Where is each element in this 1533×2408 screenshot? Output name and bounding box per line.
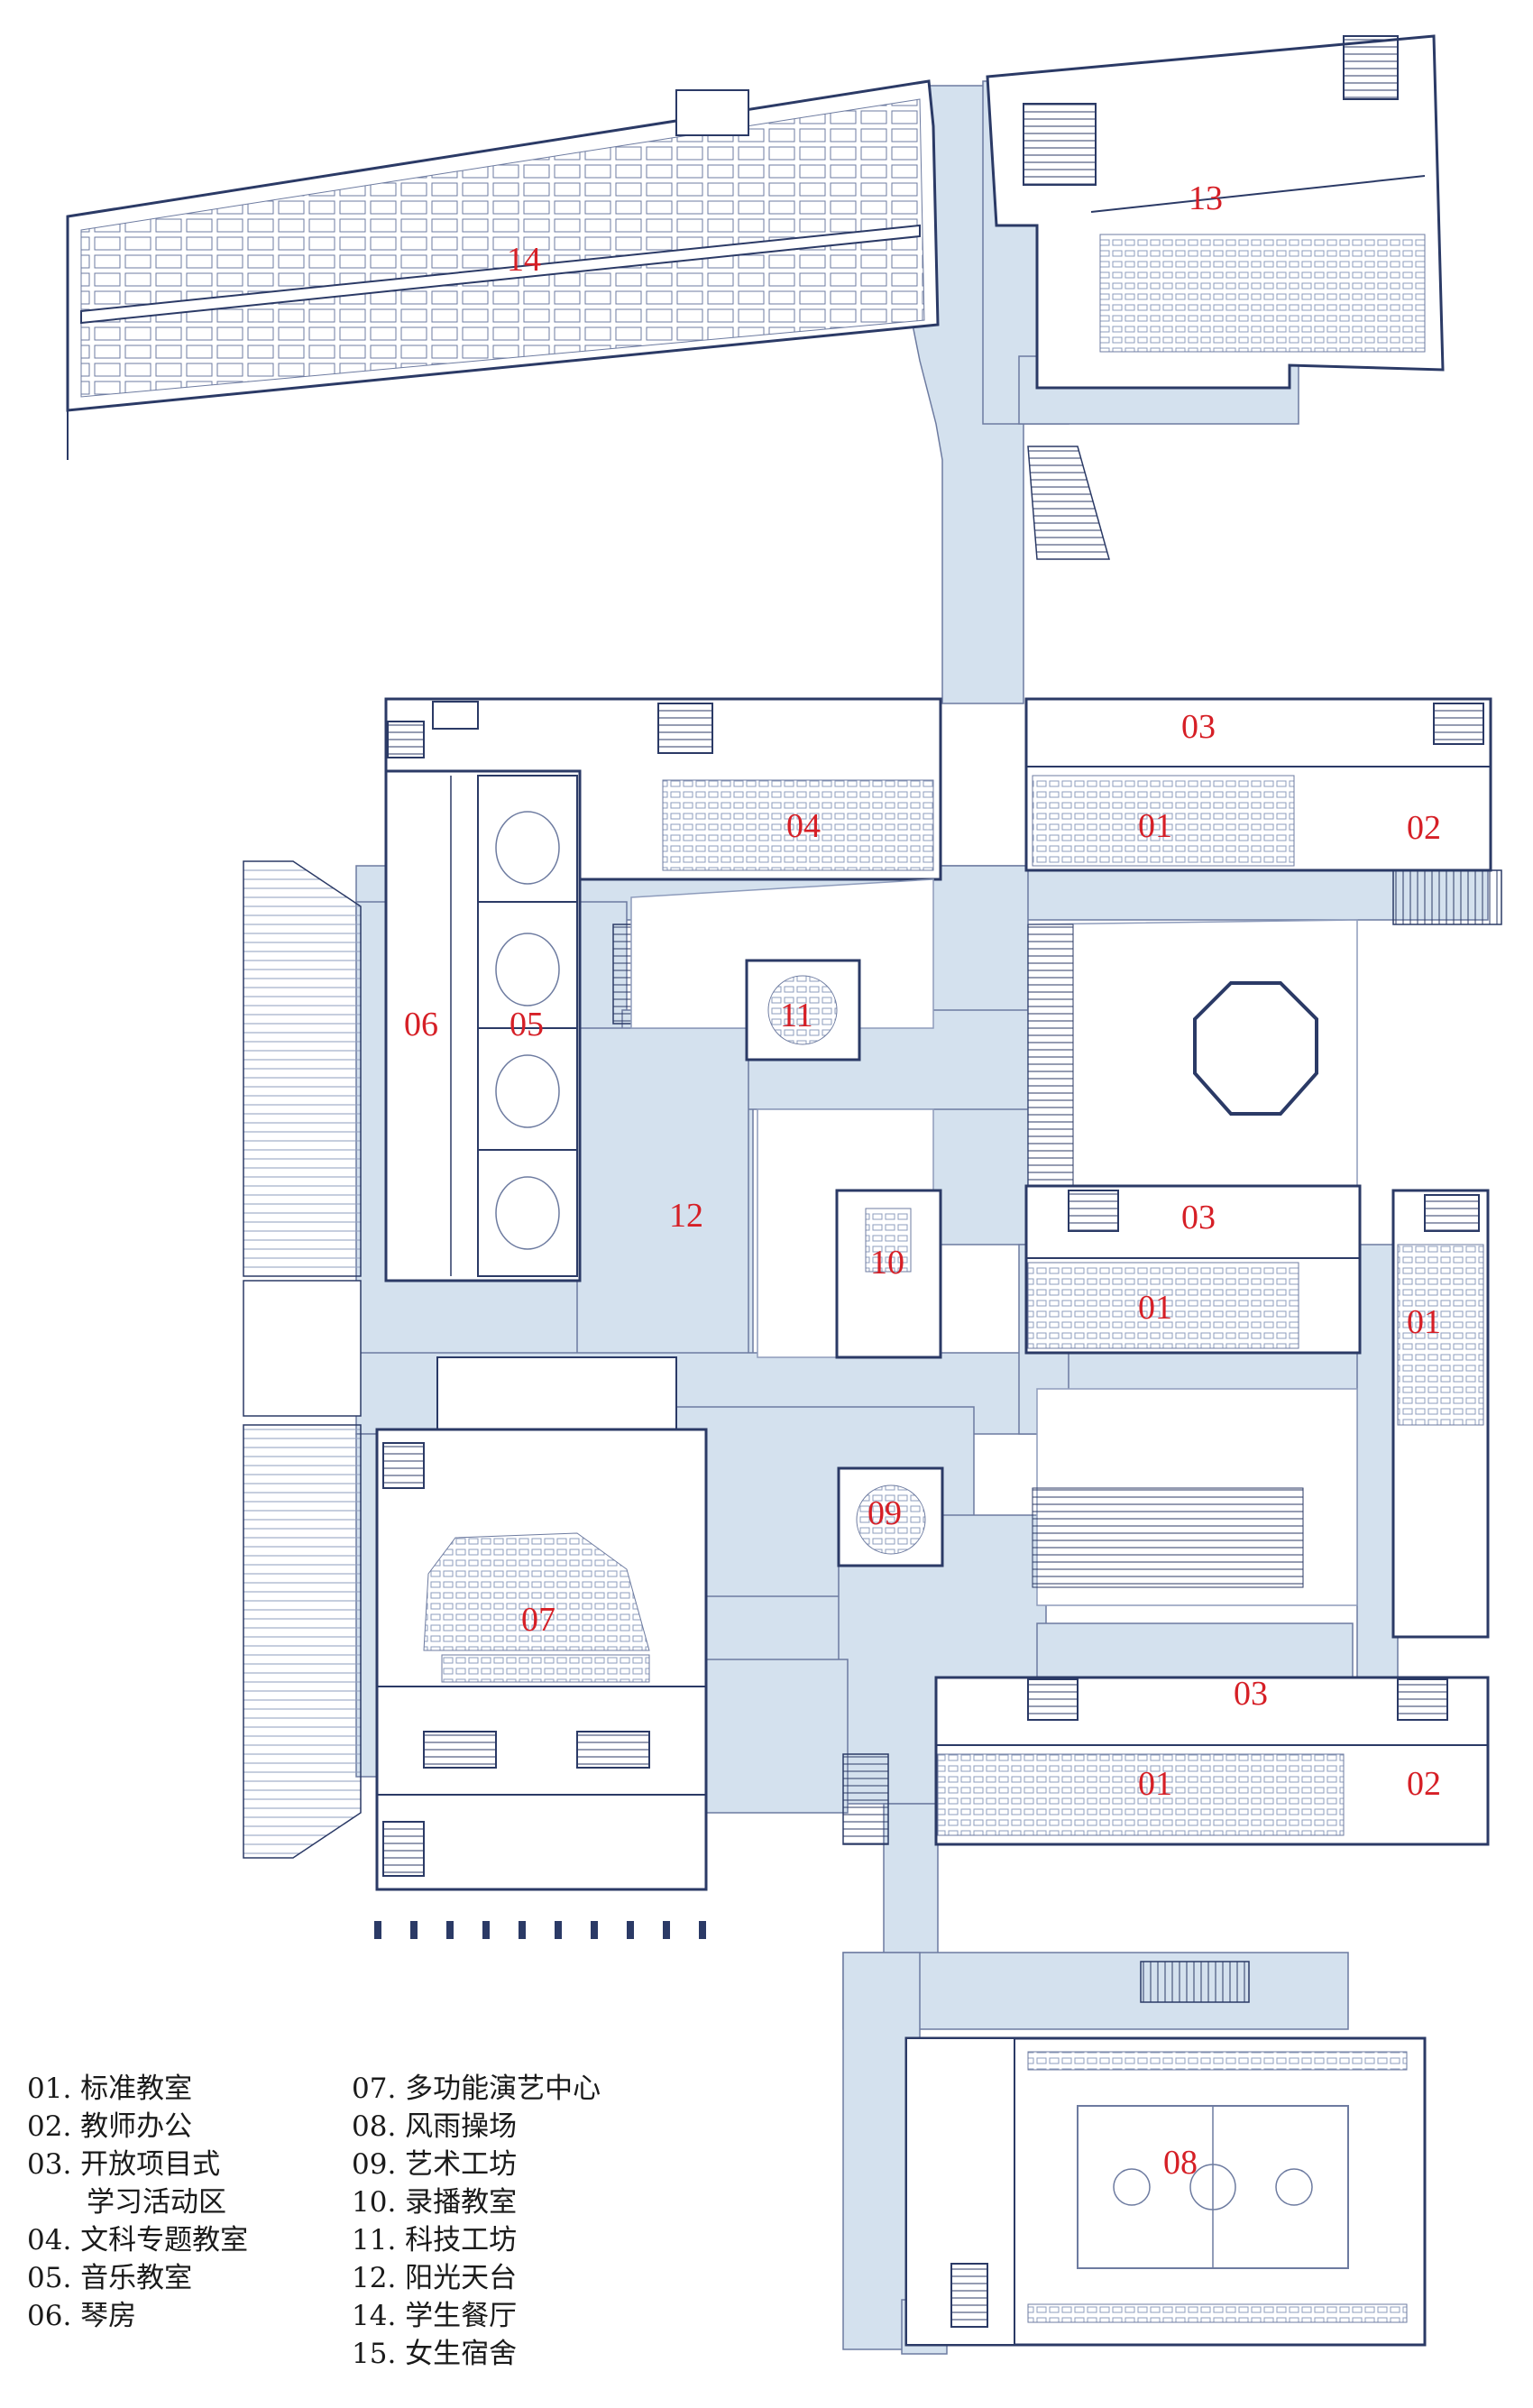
zone-label-03-middle: 03 [1181,1199,1216,1236]
legend-item: 08. 风雨操场 [352,2110,518,2143]
zone-labels: 14 13 03 04 01 02 06 05 11 12 03 10 01 0… [404,179,1441,2182]
north-east-wing [1024,697,1502,925]
dormitory-block [986,34,1445,560]
zone-label-04: 04 [786,807,821,845]
zone-label-03-north: 03 [1181,708,1216,746]
legend-item: 学习活动区 [87,2186,226,2219]
zone-label-10: 10 [870,1244,904,1282]
zone-label-01-south: 01 [1138,1765,1172,1803]
zone-label-01-middle: 01 [1138,1289,1172,1327]
legend-left: 01. 标准教室 02. 教师办公 03. 开放项目式 学习活动区 04. 文科… [27,2070,248,2335]
legend-item: 15. 女生宿舍 [352,2338,518,2370]
zone-label-06: 06 [404,1006,438,1043]
south-classroom-row [842,1676,1490,1846]
grandstand [243,860,362,1859]
legend-item: 02. 教师办公 [27,2110,193,2143]
zone-label-01-north: 01 [1138,807,1172,845]
zone-label-11: 11 [780,997,813,1034]
legend-item: 10. 录播教室 [352,2186,518,2219]
zone-label-12: 12 [669,1197,703,1235]
legend-item: 03. 开放项目式 [27,2148,221,2181]
legend-item: 12. 阳光天台 [352,2262,518,2294]
zone-label-02-north: 02 [1407,809,1441,847]
music-wing [384,769,634,1282]
legend-item: 14. 学生餐厅 [352,2300,518,2332]
legend-item: 09. 艺术工坊 [352,2148,518,2181]
north-west-wing [384,697,942,881]
legend-item: 06. 琴房 [27,2300,137,2332]
sports-ground-block [904,1961,1427,2347]
legend-item: 07. 多功能演艺中心 [352,2073,601,2105]
east-courtyard [1027,919,1358,1606]
middle-classroom-row [1024,1184,1490,1639]
zone-label-05: 05 [509,1006,544,1043]
zone-label-01-east: 01 [1407,1303,1441,1341]
zone-label-09: 09 [867,1494,902,1532]
zone-label-14: 14 [507,241,541,279]
central-rooms [630,878,944,1567]
performing-arts-block [374,1356,708,1939]
legend-item: 04. 文科专题教室 [27,2224,249,2256]
zone-label-08: 08 [1163,2144,1198,2182]
zone-label-13: 13 [1189,179,1223,217]
dining-hall-block [66,79,940,460]
legend-item: 11. 科技工坊 [352,2224,518,2256]
zone-label-03-south: 03 [1234,1675,1268,1713]
legend-item: 01. 标准教室 [27,2073,193,2105]
legend-item: 05. 音乐教室 [27,2262,193,2294]
zone-label-07: 07 [521,1601,555,1639]
zone-label-02-south: 02 [1407,1765,1441,1803]
legend-right: 07. 多功能演艺中心 08. 风雨操场 09. 艺术工坊 10. 录播教室 1… [352,2070,601,2373]
